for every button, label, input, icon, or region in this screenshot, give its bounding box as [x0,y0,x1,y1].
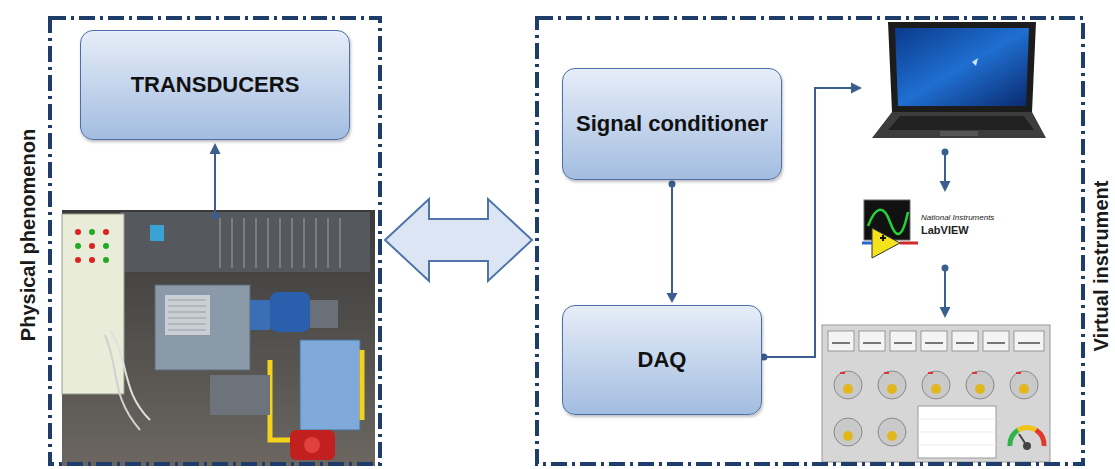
region-frame: Virtual instrumentSignal conditionerDAQ [535,16,1085,466]
process-box: Signal conditioner [562,68,782,180]
box-label: DAQ [638,346,687,374]
test-rig-photo [62,210,375,466]
sensing-arrow [210,143,221,220]
process-box: TRANSDUCERS [80,30,350,140]
region-heading: Virtual instrument [1090,181,1113,352]
region-border [537,18,1083,464]
box-label: TRANSDUCERS [131,71,300,99]
brand-text: National Instruments [921,213,994,222]
front-panel-screenshot [822,325,1050,462]
double-arrow-shape [385,199,532,281]
region-heading: Physical phenomenon [17,129,40,341]
connector-line [671,184,673,294]
signal-arrow [667,181,678,304]
laptop-icon [872,22,1046,138]
flow-arrow [940,149,951,193]
process-box: DAQ [562,305,762,415]
connector-dot [669,181,676,188]
region-frame: Physical phenomenonTRANSDUCERS [48,16,382,466]
labview-logo [862,200,918,258]
region-border [50,18,380,464]
flow-arrow [940,265,951,319]
arrowhead [667,293,678,303]
exchange-arrow [385,199,532,281]
box-label: Signal conditioner [576,110,768,138]
software-name: LabVIEW [921,224,969,236]
